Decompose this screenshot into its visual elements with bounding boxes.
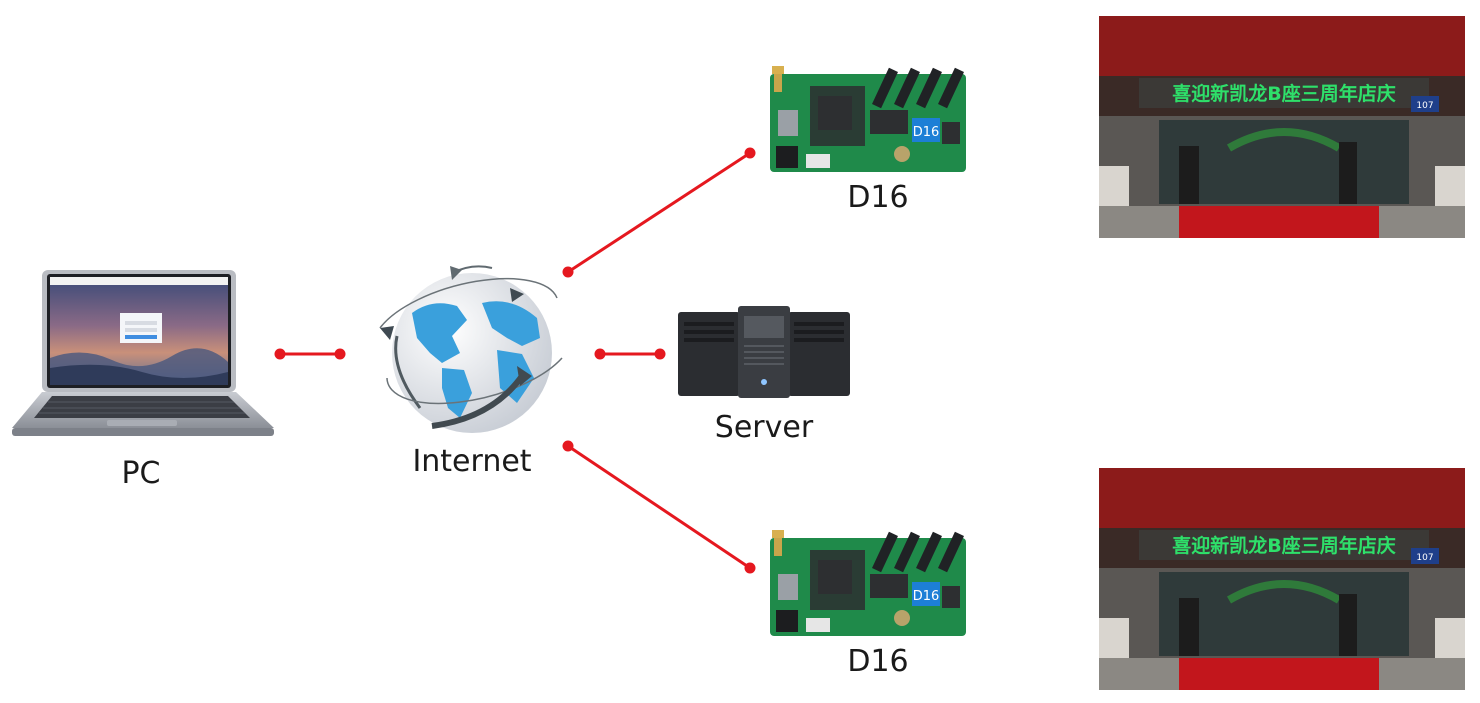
link-internet-controller-bottom (562, 440, 756, 574)
controller-label-top: D16 (847, 180, 909, 215)
globe-icon (379, 265, 563, 433)
led-display-photo-top: 喜迎新凯龙B座三周年店庆 107 (1099, 16, 1465, 238)
controller-board-bottom: D16 (770, 530, 966, 636)
controller-board-top: D16 (770, 66, 966, 172)
laptop-icon (12, 270, 274, 436)
led-display-photo-bottom: 喜迎新凯龙B座三周年店庆 107 (1099, 468, 1465, 690)
server-icon (678, 306, 850, 398)
led-sign-text-bottom: 喜迎新凯龙B座三周年店庆 (1172, 534, 1395, 557)
link-pc-internet (274, 348, 346, 360)
controller-chip-label-top: D16 (913, 125, 940, 140)
led-sign-text-top: 喜迎新凯龙B座三周年店庆 (1172, 82, 1395, 105)
link-internet-server (594, 348, 666, 360)
door-plate-bottom: 107 (1416, 553, 1433, 563)
controller-chip-label-bottom: D16 (913, 589, 940, 604)
internet-label: Internet (412, 444, 532, 479)
link-internet-controller-top (562, 147, 756, 278)
door-plate-top: 107 (1416, 101, 1433, 111)
controller-label-bottom: D16 (847, 644, 909, 679)
pc-label: PC (121, 456, 161, 491)
server-label: Server (714, 410, 814, 445)
